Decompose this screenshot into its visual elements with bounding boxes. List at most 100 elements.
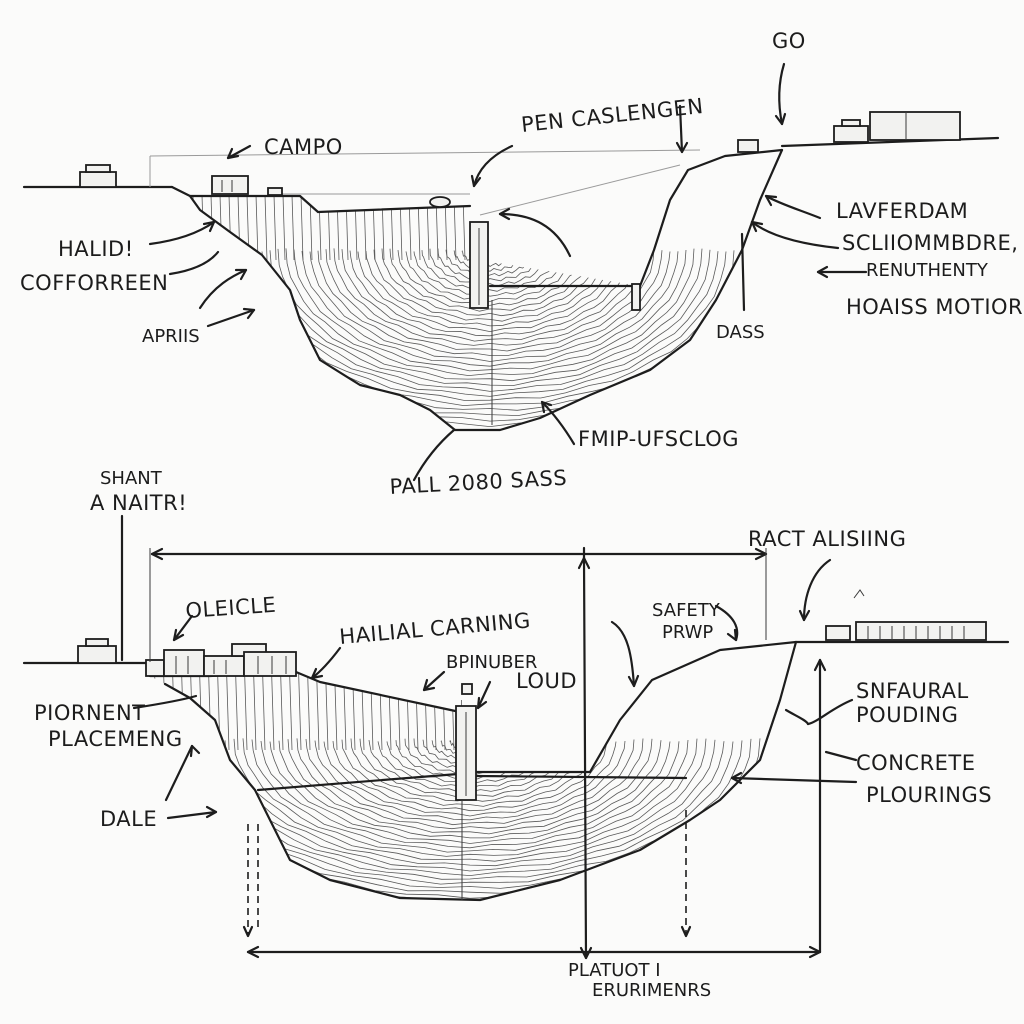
label-snfaural: SNFAURAL (856, 679, 969, 703)
strata-line (224, 642, 230, 751)
arrow-icon (476, 680, 492, 710)
strata-line (233, 642, 239, 751)
strata-line (323, 642, 329, 751)
pit-rim-lower-left (148, 670, 462, 714)
building-icon (145, 643, 297, 677)
strata-line (496, 150, 502, 261)
label-concrete: CONCRETE (856, 751, 976, 775)
strata-line (421, 249, 559, 292)
label-a-naitr: A NAITR! (90, 491, 187, 515)
strata-line (405, 251, 575, 302)
base-line-lower-right (474, 774, 688, 780)
strata-line (287, 642, 293, 751)
dimension-arrow-icon (149, 546, 768, 662)
strata-line (389, 248, 591, 312)
label-prwp: PRWP (662, 622, 713, 643)
label-piornent: PIORNENT (34, 701, 146, 725)
strata-line (451, 150, 457, 261)
label-cofforreen: COFFORREEN (20, 271, 168, 295)
arrow-icon (740, 232, 746, 312)
strata-line (293, 249, 687, 372)
strata-line (314, 642, 320, 751)
strata-line (370, 150, 376, 261)
arrow-icon (806, 698, 854, 726)
dimension-arrow-icon (246, 658, 827, 959)
label-halid: HALID! (58, 237, 134, 261)
strata-line (309, 251, 671, 362)
strata-line (182, 130, 186, 260)
strata-line (415, 150, 421, 261)
label-plourings: PLOURINGS (866, 783, 992, 807)
arrow-icon (498, 212, 572, 258)
dimension-arrow-icon (577, 556, 593, 960)
strata-line (251, 642, 257, 751)
strata-line (301, 250, 679, 367)
building-icon (429, 196, 451, 208)
strata-line (365, 250, 615, 327)
pit-wall-upper-right (638, 148, 784, 288)
arrow-icon (172, 614, 194, 642)
strata-line (278, 642, 284, 751)
strata-line (379, 150, 385, 261)
arrow-icon (206, 308, 256, 328)
building-icon (211, 175, 249, 195)
strata-line (253, 251, 727, 397)
strata-line (305, 642, 311, 751)
label-oleicle: OLEICLE (185, 593, 277, 623)
strata-line (332, 740, 608, 812)
strata-line (233, 738, 707, 862)
label-campo: CAMPO (264, 135, 343, 159)
strata-line (215, 642, 221, 751)
label-bpinuber: BPINUBER (446, 652, 537, 673)
strata-line (206, 642, 212, 751)
arrow-icon (472, 144, 514, 188)
strata-line (333, 248, 647, 346)
label-go: GO (772, 29, 806, 53)
strata-line (260, 642, 266, 751)
label-scliiommbdre: SCLIIOMMBDRE, (842, 231, 1018, 255)
arrow-icon (164, 744, 194, 802)
strata-line (229, 248, 751, 411)
strata-line (269, 642, 275, 751)
strata-line (269, 741, 671, 844)
guide-line (479, 164, 681, 216)
label-pen-caslengen: PEN CASLENGEN (520, 94, 705, 137)
label-shant: SHANT (100, 468, 163, 489)
building-icon (79, 164, 117, 188)
strata-line (523, 150, 529, 261)
label-pall: PALL 2080 SASS (389, 466, 568, 499)
arrow-icon (166, 810, 218, 820)
strata-line (242, 642, 248, 751)
strata-line (381, 248, 599, 317)
label-laverdam: LAVFERDAM (836, 199, 968, 223)
pit-wall-lower-right (588, 640, 798, 774)
strata-line (251, 739, 689, 853)
strata-line (514, 150, 520, 261)
strata-line (357, 251, 623, 333)
strata-line (361, 150, 367, 261)
strata-line (397, 250, 583, 307)
building-icon (825, 621, 987, 641)
arrow-icon (226, 144, 252, 160)
strata-line (285, 248, 695, 377)
label-aprils: APRIIS (142, 326, 200, 347)
arrow-icon (148, 220, 216, 246)
strata-line (397, 150, 403, 261)
arrow-icon (764, 194, 822, 220)
arrow-icon (778, 62, 786, 126)
arrow-icon (678, 104, 684, 154)
arrow-icon (540, 400, 576, 446)
arrow-icon (198, 268, 248, 310)
strata-line (197, 642, 203, 751)
building-icon (833, 111, 961, 143)
pit-outline-lower (163, 640, 798, 902)
arrow-icon (750, 220, 840, 250)
label-safety: SAFETY (652, 600, 721, 621)
strata-line (433, 150, 439, 261)
label-renuthenty: RENUTHENTY (866, 260, 989, 281)
building-icon (461, 683, 473, 695)
strata-line (349, 250, 631, 337)
strata-line (343, 150, 349, 261)
strata-line (341, 739, 599, 807)
